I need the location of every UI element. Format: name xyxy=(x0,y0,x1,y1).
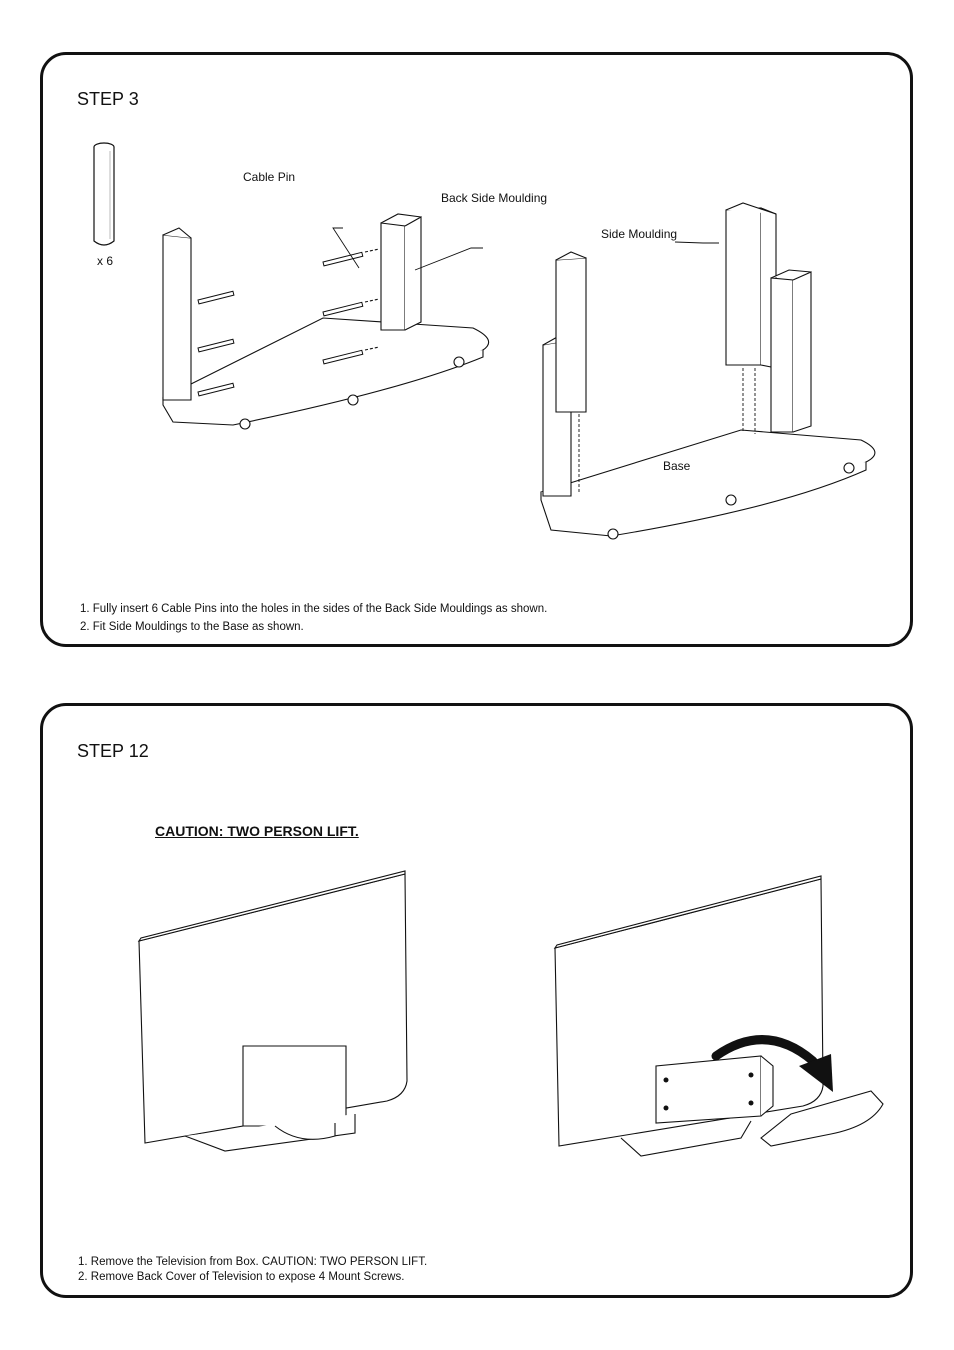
pin-quantity-label: x 6 xyxy=(97,254,114,268)
step-3-title: STEP 3 xyxy=(77,89,139,109)
side-moulding-assembly-illustration xyxy=(531,200,891,540)
step-3-panel: STEP 3 x 6 xyxy=(40,52,913,647)
step-12-panel: STEP 12 CAUTION: TWO PERSON LIFT. xyxy=(40,703,913,1298)
cable-pin-label: Cable Pin xyxy=(243,170,296,184)
step-12-instruction-2: 2. Remove Back Cover of Television to ex… xyxy=(78,1271,405,1283)
back-side-moulding-assembly-illustration xyxy=(153,160,503,440)
step-3-instruction-1: 1. Fully insert 6 Cable Pins into the ho… xyxy=(80,603,548,615)
step-3-instruction-2: 2. Fit Side Mouldings to the Base as sho… xyxy=(80,621,304,633)
base-label: Base xyxy=(663,459,691,473)
step-12-title: STEP 12 xyxy=(77,741,149,761)
cable-pin-part-illustration xyxy=(91,141,121,251)
caution-heading: CAUTION: TWO PERSON LIFT. xyxy=(155,823,359,839)
television-cover-removed-illustration xyxy=(551,876,901,1171)
side-moulding-label: Side Moulding xyxy=(601,227,678,241)
step-12-instruction-1: 1. Remove the Television from Box. CAUTI… xyxy=(78,1256,428,1268)
back-side-moulding-label: Back Side Moulding xyxy=(441,191,548,205)
television-back-view-illustration xyxy=(135,871,425,1166)
